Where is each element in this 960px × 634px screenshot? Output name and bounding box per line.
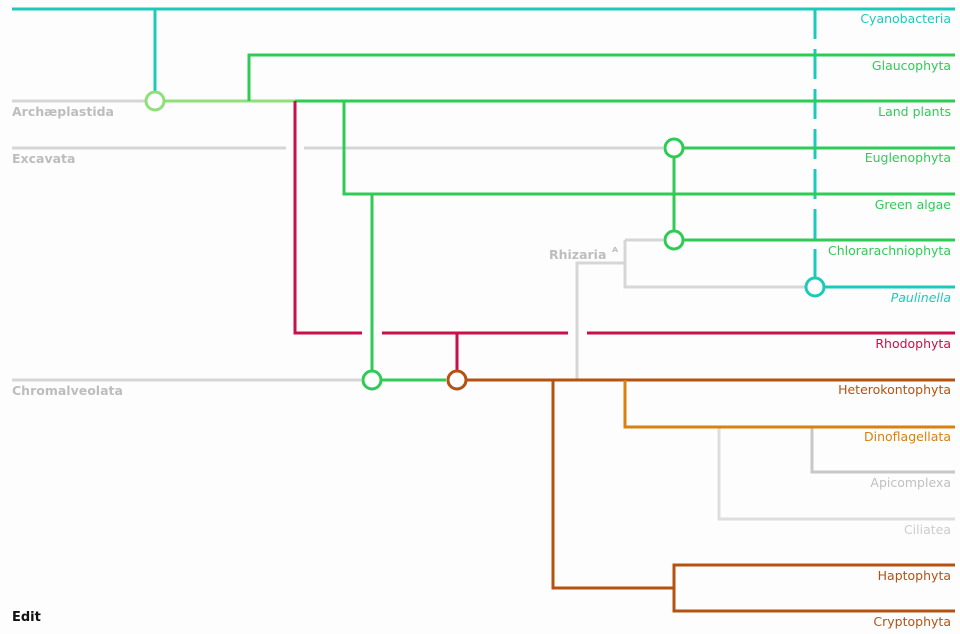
cryptophyta-label: Cryptophyta	[873, 614, 951, 629]
rhodophyta-lineage	[293, 101, 955, 370]
paulinella-label: Paulinella	[891, 290, 951, 305]
alveolata-branch	[717, 427, 955, 521]
group-labels: Archæplastida Excavata Rhizaria ᴬ Chroma…	[12, 104, 619, 398]
green-algae-label: Green algae	[875, 197, 952, 212]
cryptophyta-line	[672, 588, 955, 613]
chromalveolata-label: Chromalveolata	[12, 383, 123, 398]
glaucophyta-label: Glaucophyta	[872, 58, 951, 73]
excavata-label: Excavata	[12, 151, 75, 166]
euglenophyta-label: Euglenophyta	[865, 150, 951, 165]
paulinella-node	[804, 276, 826, 298]
glaucophyta-branch	[247, 53, 955, 101]
rhizaria-line	[575, 261, 620, 380]
chromalveolata-lineage	[467, 378, 955, 613]
rhizaria-branch-chlorarachniophyta	[623, 240, 805, 289]
chromalveolata-green-node	[361, 369, 383, 391]
chlorarachniophyta-node	[663, 229, 685, 251]
host-lineages	[12, 99, 955, 521]
primary-endosymbiosis-node	[144, 90, 166, 112]
ciliatea-label: Ciliatea	[904, 522, 951, 537]
apicomplexa-branch	[810, 427, 955, 474]
archaeplastida-label: Archæplastida	[12, 104, 114, 119]
taxon-labels: Cyanobacteria Glaucophyta Land plants Eu…	[828, 11, 951, 629]
chromalveolata-red-node	[446, 369, 468, 391]
heterokontophyta-label: Heterokontophyta	[838, 382, 951, 397]
haptophyta-line	[672, 563, 955, 588]
green-lineage	[165, 53, 955, 382]
apicomplexa-label: Apicomplexa	[870, 475, 951, 490]
green-algae-branch	[342, 101, 955, 196]
rhodophyta-drop	[293, 101, 362, 335]
haptophyta-label: Haptophyta	[878, 568, 951, 583]
rhizaria-footnote-mark: ᴬ	[612, 244, 619, 259]
haptophyta-cryptophyta-branch	[551, 380, 674, 590]
cyanobacteria-label: Cyanobacteria	[860, 11, 951, 26]
endosymbiosis-events	[144, 90, 826, 391]
chlorarachniophyta-label: Chlorarachniophyta	[828, 243, 951, 258]
edit-link[interactable]: Edit	[12, 610, 41, 625]
land-plants-label: Land plants	[878, 104, 951, 119]
rhodophyta-label: Rhodophyta	[875, 336, 951, 351]
euglenophyta-node	[663, 137, 685, 159]
dinoflagellata-branch	[623, 380, 955, 429]
dinoflagellata-label: Dinoflagellata	[864, 429, 951, 444]
rhizaria-label: Rhizaria	[549, 247, 606, 262]
